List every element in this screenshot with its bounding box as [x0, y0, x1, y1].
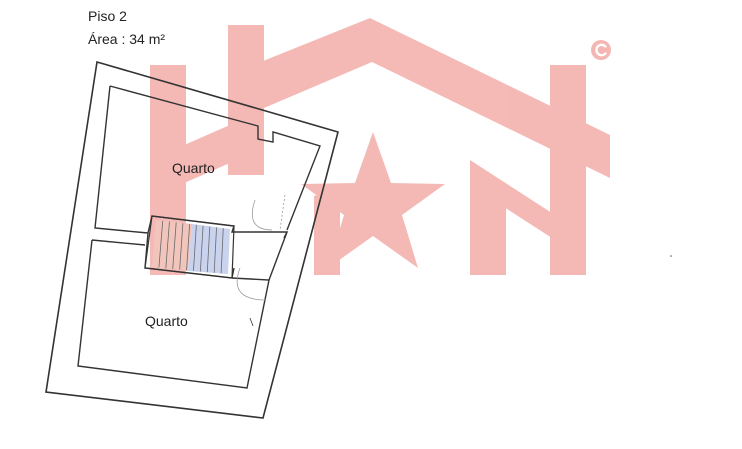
dot-mark — [670, 255, 672, 257]
stair-tread — [199, 225, 204, 272]
door-swings — [236, 194, 286, 327]
stair-tread — [186, 224, 191, 271]
room-label-lower: Quarto — [145, 313, 188, 329]
stair-tread — [158, 220, 164, 268]
logo-star — [301, 132, 445, 268]
partition-wall — [91, 239, 146, 246]
logo-roof — [228, 18, 610, 178]
upper-room-wall — [109, 85, 321, 231]
stair-tread — [172, 222, 177, 269]
stair-tread — [165, 221, 170, 269]
stair-tread — [220, 228, 224, 274]
area-label: Área : 34 m² — [88, 31, 166, 47]
right-inner-wall — [268, 231, 288, 281]
door-mark — [249, 317, 254, 327]
stair-tread — [193, 224, 197, 271]
stair-frame — [144, 215, 235, 279]
room-label-upper: Quarto — [172, 160, 215, 176]
stair-tread — [206, 226, 211, 273]
stair-tread — [213, 227, 217, 273]
copyright-icon — [591, 40, 611, 60]
lower-room-wall — [77, 239, 270, 389]
door-swing-lower — [236, 267, 267, 301]
staircase — [144, 215, 235, 279]
outer-wall — [45, 60, 339, 419]
stair-flight-left — [152, 220, 192, 271]
stair-tread — [179, 223, 184, 270]
upper-room-left-wall — [94, 85, 149, 234]
floor-label: Piso 2 — [88, 8, 127, 24]
door-swing-upper — [251, 199, 273, 231]
stair-treads — [158, 220, 224, 274]
stair-flight-right — [188, 224, 230, 274]
logo-right-h-crossbar — [470, 160, 586, 260]
logo-h-crossbar — [150, 110, 264, 198]
logo-house-wall — [314, 188, 340, 275]
door-leaf-upper — [279, 194, 286, 231]
